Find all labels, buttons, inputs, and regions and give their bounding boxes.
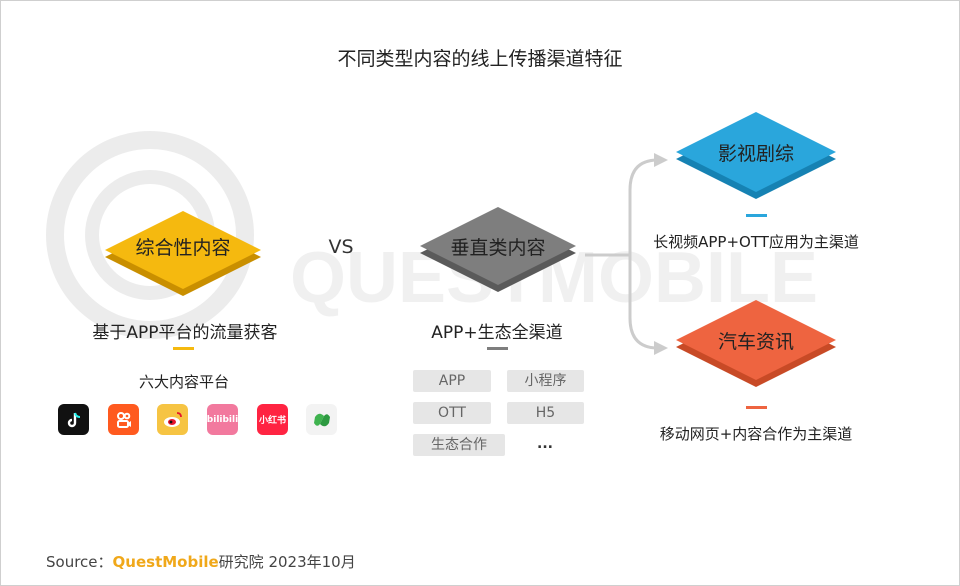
xiaohongshu-icon: 小红书 — [257, 404, 288, 435]
douyin-icon — [58, 404, 89, 435]
source-suffix: 研究院 2023年10月 — [218, 553, 356, 571]
chip-app: APP — [413, 370, 491, 392]
diamond-vertical — [420, 207, 576, 292]
accent-blue — [746, 214, 767, 217]
bilibili-icon: bilibili — [207, 404, 238, 435]
platforms-title: 六大内容平台 — [138, 373, 230, 391]
bilibili-icon-text: bilibili — [206, 414, 239, 425]
diamond-label-vertical: 垂直类内容 — [450, 237, 546, 259]
weibo-icon — [157, 404, 188, 435]
chip-mini-program: 小程序 — [507, 370, 584, 392]
xiaohongshu-icon-text: 小红书 — [258, 416, 286, 426]
diamond-label-auto-news: 汽车资讯 — [717, 331, 795, 353]
accent-gray — [487, 347, 508, 350]
chip-ott: OTT — [413, 402, 491, 424]
comprehensive-description: 基于APP平台的流量获客 — [92, 323, 278, 343]
source-brand: QuestMobile — [112, 553, 219, 571]
auto-news-description: 移动网页+内容合作为主渠道 — [659, 425, 853, 443]
diamond-label-film-tv: 影视剧综 — [717, 143, 795, 165]
vs-label: VS — [328, 236, 354, 258]
kuaishou-icon — [108, 404, 139, 435]
arrow-bottom-icon — [654, 341, 668, 355]
diamond-comprehensive — [105, 211, 261, 296]
source-line: Source：QuestMobile研究院 2023年10月 — [46, 551, 356, 572]
diamond-label-comprehensive: 综合性内容 — [135, 237, 231, 259]
wechat-channels-icon — [306, 404, 337, 435]
film-tv-description: 长视频APP+OTT应用为主渠道 — [653, 233, 859, 251]
chip-ecosystem-cooperation: 生态合作 — [413, 434, 505, 456]
source-prefix: Source： — [46, 553, 113, 571]
diamond-auto-news — [676, 300, 836, 387]
accent-orange — [746, 406, 767, 409]
accent-yellow — [173, 347, 194, 350]
arrow-top-icon — [654, 153, 668, 167]
chip-h5: H5 — [507, 402, 584, 424]
chip-more: ... — [537, 436, 553, 452]
diamond-film-tv — [676, 112, 836, 199]
connector-lines — [585, 158, 659, 350]
page-title: 不同类型内容的线上传播渠道特征 — [337, 48, 623, 70]
vertical-description: APP+生态全渠道 — [431, 323, 563, 343]
